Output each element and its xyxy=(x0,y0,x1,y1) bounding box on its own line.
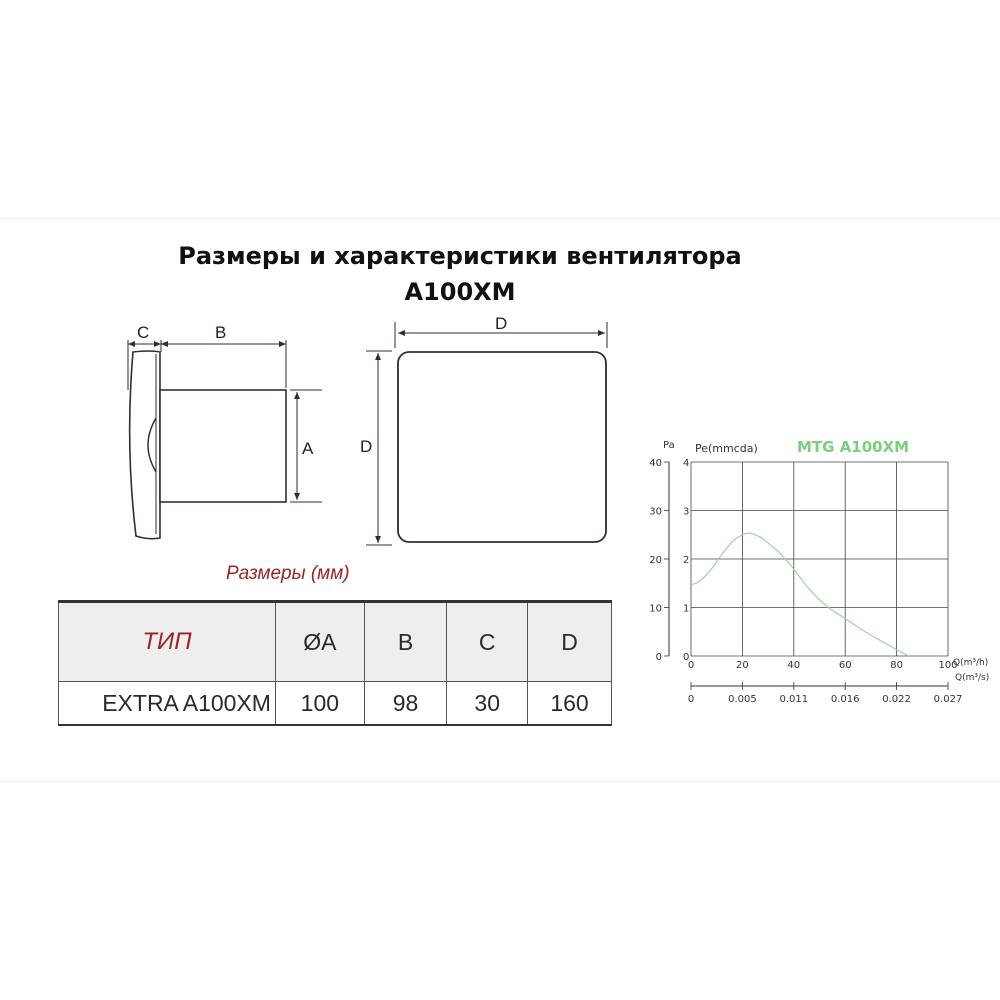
label-d-top: D xyxy=(495,314,507,333)
cell-a: 100 xyxy=(274,681,365,726)
dimensions-header-row: ТИП ØA B C D xyxy=(58,600,612,682)
cell-type: EXTRA A100XM xyxy=(58,681,276,726)
pa-tick-label: 0 xyxy=(656,652,662,663)
pa-tick-label: 30 xyxy=(649,507,662,518)
title-line-1: Размеры и характеристики вентилятора xyxy=(178,242,742,270)
x2-tick-label: 0.005 xyxy=(728,694,757,705)
dimensions-caption: Размеры (мм) xyxy=(226,563,350,584)
mmcda-tick-label: 0 xyxy=(683,652,689,663)
x-tick-label: 0 xyxy=(688,660,694,671)
y-axis-label-mmcda: Pe(mmcda) xyxy=(695,442,758,455)
x2-tick-label: 0 xyxy=(688,694,694,705)
x-axis-label: Q(m³/h) xyxy=(953,658,988,668)
pa-tick-label: 20 xyxy=(649,555,662,566)
content-band xyxy=(0,218,1000,782)
series-line xyxy=(690,532,908,656)
header-c: C xyxy=(446,600,529,682)
chart-title: MTG A100XM xyxy=(797,438,909,456)
side-view-motor-bump xyxy=(147,417,157,473)
side-view-duct xyxy=(159,389,287,503)
title-line-2: A100XM xyxy=(404,278,516,306)
header-type: ТИП xyxy=(58,600,276,682)
label-a: A xyxy=(302,439,314,458)
x2-tick-label: 0.011 xyxy=(779,694,808,705)
y-axis-label-pa: Pa xyxy=(663,440,675,451)
pa-tick-label: 10 xyxy=(649,604,662,615)
label-c: C xyxy=(137,323,149,342)
front-view-cover xyxy=(397,351,607,543)
label-d-side: D xyxy=(360,437,372,456)
x-tick-label: 60 xyxy=(839,660,852,671)
mmcda-tick-label: 1 xyxy=(683,604,689,615)
chart-grid xyxy=(690,461,949,657)
pa-tick-label: 40 xyxy=(649,458,662,469)
mmcda-tick-label: 2 xyxy=(683,555,689,566)
cell-d: 160 xyxy=(527,681,612,726)
page-title: Размеры и характеристики вентилятора A10… xyxy=(0,238,920,310)
x2-axis-label: Q(m³/s) xyxy=(955,673,989,683)
x2-tick-label: 0.016 xyxy=(831,694,860,705)
x-tick-label: 80 xyxy=(890,660,903,671)
x2-tick-label: 0.022 xyxy=(882,694,911,705)
header-a: ØA xyxy=(274,600,365,682)
table-row: EXTRA A100XM 100 98 30 160 xyxy=(58,681,612,726)
x2-tick-label: 0.027 xyxy=(934,694,963,705)
cell-b: 98 xyxy=(363,681,448,726)
mmcda-tick-label: 3 xyxy=(683,507,689,518)
x-tick-label: 20 xyxy=(736,660,749,671)
cell-c: 30 xyxy=(446,681,529,726)
side-view-cover xyxy=(128,350,161,540)
header-d: D xyxy=(527,600,612,682)
mmcda-tick-label: 4 xyxy=(683,458,689,469)
dimensions-table: ТИП ØA B C D EXTRA A100XM 100 98 30 160 xyxy=(58,600,612,726)
chart-axes xyxy=(664,461,949,690)
x-tick-label: 100 xyxy=(938,660,957,671)
label-b: B xyxy=(215,323,226,342)
header-b: B xyxy=(363,600,448,682)
x-tick-label: 40 xyxy=(787,660,800,671)
